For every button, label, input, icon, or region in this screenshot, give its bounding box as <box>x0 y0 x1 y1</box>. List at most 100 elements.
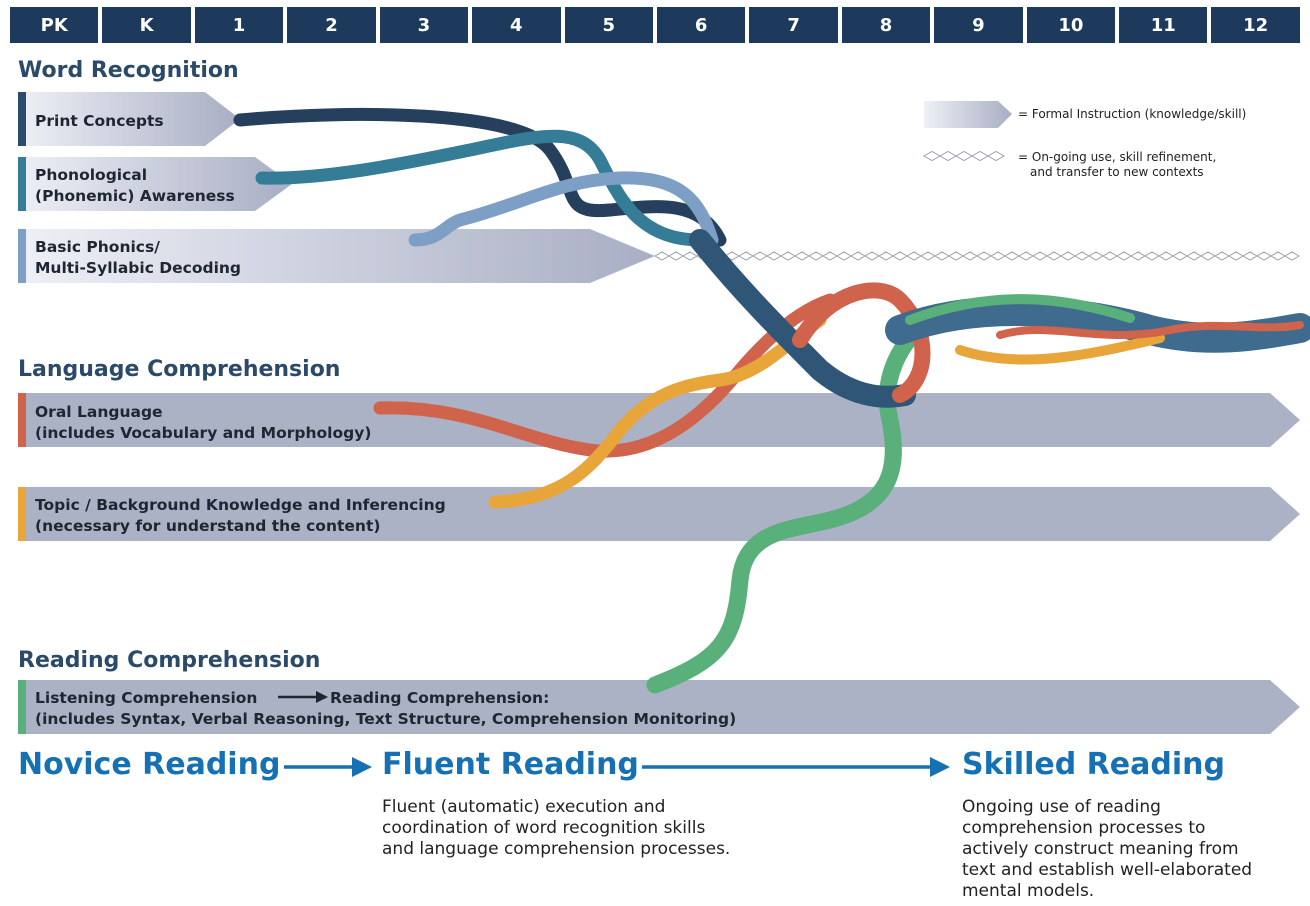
grade-cell-12: 12 <box>1243 14 1269 36</box>
rope-core-right-red <box>996 321 1304 339</box>
oral-language-label-line2: (includes Vocabulary and Morphology) <box>35 424 372 442</box>
ongoing-diamond <box>849 251 867 261</box>
reading-comprehension-title: Reading Comprehension <box>18 648 321 673</box>
grade-cell-11: 11 <box>1119 7 1212 43</box>
ongoing-diamond <box>667 251 685 261</box>
print-concepts-label: Print Concepts <box>35 112 164 130</box>
legend-diamond <box>970 150 990 162</box>
grade-cell-pk: PK <box>10 7 103 43</box>
ongoing-use-diamonds <box>653 251 1301 261</box>
ongoing-diamond <box>1157 251 1175 261</box>
phonics-label-line2: Multi-Syllabic Decoding <box>35 259 242 277</box>
ongoing-diamond <box>1213 251 1231 261</box>
phonics-strand <box>408 171 719 247</box>
ongoing-diamond <box>961 251 979 261</box>
ongoing-diamond <box>1227 251 1245 261</box>
rope-core-right-top <box>905 294 1135 325</box>
topic-knowledge-label-line2: (necessary for understand the content) <box>35 517 381 535</box>
ongoing-diamond <box>1059 251 1077 261</box>
phonics-color-bar <box>18 229 26 283</box>
ongoing-diamond <box>807 251 825 261</box>
ongoing-diamond <box>793 251 811 261</box>
ongoing-diamond <box>779 251 797 261</box>
ongoing-diamond <box>1269 251 1287 261</box>
ongoing-diamond <box>835 251 853 261</box>
legend-diamond <box>922 150 942 162</box>
listening-comprehension-color-bar <box>18 680 26 734</box>
listening-label-part1: Listening Comprehension <box>35 689 258 707</box>
fluent-desc-line: coordination of word recognition skills <box>382 818 706 838</box>
ongoing-diamond <box>1073 251 1091 261</box>
language-comprehension-title: Language Comprehension <box>18 357 341 382</box>
ongoing-diamond <box>1045 251 1063 261</box>
grade-cell-10: 10 <box>1027 7 1120 43</box>
ongoing-diamond <box>1017 251 1035 261</box>
oral-language-arrow <box>18 393 1300 447</box>
oral-language-color-bar <box>18 393 26 447</box>
ongoing-diamond <box>947 251 965 261</box>
ongoing-diamond <box>1087 251 1105 261</box>
ongoing-diamond <box>1031 251 1049 261</box>
legend-formal-text: = Formal Instruction (knowledge/skill) <box>1018 107 1247 121</box>
legend-diamond <box>954 150 974 162</box>
grade-cell-3: 3 <box>380 7 473 43</box>
ongoing-diamond <box>1255 251 1273 261</box>
grade-cell-4: 4 <box>472 7 565 43</box>
ongoing-diamond <box>933 251 951 261</box>
ongoing-diamond <box>1283 251 1301 261</box>
legend-ongoing-text-line1: = On-going use, skill refinement, <box>1018 150 1217 164</box>
skilled-desc-line: comprehension processes to <box>962 818 1206 838</box>
ongoing-diamond <box>1115 251 1133 261</box>
print-concepts-color-bar <box>18 92 26 146</box>
print-concepts-strand <box>233 107 727 247</box>
skilled-desc-line: text and establish well-elaborated <box>962 860 1253 880</box>
topic-knowledge-color-bar <box>18 487 26 541</box>
phonics-label-line1: Basic Phonics/ <box>35 238 160 256</box>
ongoing-diamond <box>1185 251 1203 261</box>
fluent-to-skilled-arrow-head <box>930 757 950 777</box>
topic-knowledge-strand <box>488 313 827 509</box>
skilled-desc-line: Ongoing use of reading <box>962 797 1161 817</box>
ongoing-diamond <box>905 251 923 261</box>
phonological-label-line1: Phonological <box>35 166 148 184</box>
ongoing-diamond <box>891 251 909 261</box>
ongoing-diamond <box>653 251 671 261</box>
ongoing-diamond <box>1003 251 1021 261</box>
grade-cell-7: 7 <box>749 7 842 43</box>
ongoing-diamond <box>765 251 783 261</box>
legend-ongoing-text-line2: and transfer to new contexts <box>1030 165 1204 179</box>
phonological-arrow <box>18 157 292 211</box>
listening-label-part2: Reading Comprehension: <box>330 689 550 707</box>
ongoing-diamond <box>737 251 755 261</box>
ongoing-diamond <box>919 251 937 261</box>
grade-cell-k: K <box>102 7 195 43</box>
phonics-arrow <box>18 229 655 283</box>
ongoing-diamond <box>975 251 993 261</box>
listening-label-line2: (includes Syntax, Verbal Reasoning, Text… <box>35 710 737 728</box>
grade-cell-2: 2 <box>287 7 380 43</box>
rope-strands <box>233 107 1310 694</box>
grade-cell-6: 6 <box>657 7 750 43</box>
ongoing-diamond <box>1241 251 1259 261</box>
ongoing-diamond <box>1199 251 1217 261</box>
legend-formal-arrow <box>924 101 1012 128</box>
ongoing-diamond <box>1171 251 1189 261</box>
ongoing-diamond <box>877 251 895 261</box>
oral-language-label-line1: Oral Language <box>35 403 163 421</box>
fluent-desc-line: and language comprehension processes. <box>382 839 731 859</box>
rope-core-upper <box>689 229 916 408</box>
phonological-color-bar <box>18 157 26 211</box>
grade-cell-5: 5 <box>565 7 657 43</box>
grade-cell-9: 9 <box>934 7 1027 43</box>
legend-diamond <box>986 150 1006 162</box>
ongoing-diamond <box>1101 251 1119 261</box>
ongoing-diamond <box>1143 251 1161 261</box>
topic-knowledge-label-line1: Topic / Background Knowledge and Inferen… <box>35 496 446 514</box>
ongoing-diamond <box>863 251 881 261</box>
phonological-strand <box>255 129 707 247</box>
skilled-desc-line: mental models. <box>962 881 1095 901</box>
fluent-reading-label: Fluent Reading <box>382 747 639 782</box>
ongoing-diamond <box>681 251 699 261</box>
